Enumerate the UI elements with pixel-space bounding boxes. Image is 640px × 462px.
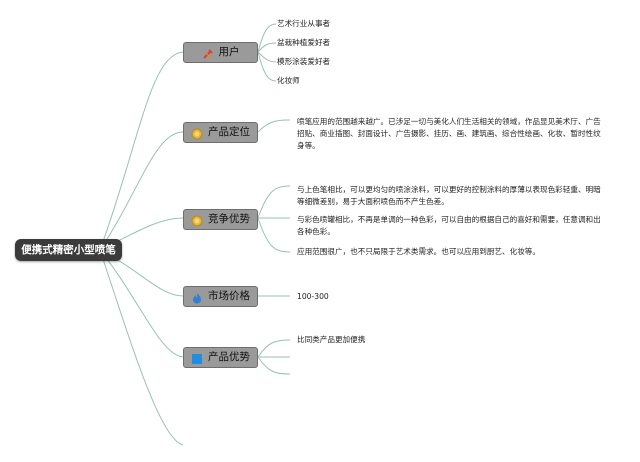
branch-label: 竞争优势: [208, 213, 250, 225]
branch-product-advantage[interactable]: 产品优势: [183, 347, 258, 368]
flame-icon: [191, 291, 203, 303]
leaf-user-1[interactable]: 艺术行业从事者: [277, 19, 331, 28]
advantage-text-1[interactable]: 与上色笔相比，可以更均匀的喷涂涂料，可以更好的控制涂料的厚薄以表现色彩轻重、明暗…: [297, 185, 601, 206]
branch-label: 产品定位: [208, 126, 250, 138]
branch-label: 市场价格: [208, 290, 250, 302]
branch-label: 产品优势: [208, 351, 250, 363]
branch-label: 用户: [218, 46, 240, 58]
leaf-user-3[interactable]: 模形涂装爱好者: [277, 57, 331, 66]
advantage-text-2[interactable]: 与彩色喷罐相比，不再是单调的一种色彩，可以自由的根据自己的喜好和需要，任意调和出…: [297, 215, 601, 236]
root-node[interactable]: 便携式精密小型喷笔: [15, 239, 122, 261]
advantage-text-3[interactable]: 应用范围很广，也不只局限于艺术类需求。也可以应用到厨艺、化妆等。: [297, 247, 540, 256]
blue-square-icon: [191, 352, 203, 364]
price-value[interactable]: 100-300: [297, 292, 329, 301]
leaf-user-4[interactable]: 化妆师: [277, 76, 300, 85]
branch-product-positioning[interactable]: 产品定位: [183, 122, 258, 143]
tools-icon: [202, 47, 214, 59]
gold-medal-icon: [191, 127, 203, 139]
leaf-user-2[interactable]: 盆栽种植爱好者: [277, 38, 331, 47]
branch-market-price[interactable]: 市场价格: [183, 286, 258, 307]
branch-competitive-advantage[interactable]: 竞争优势: [183, 209, 258, 230]
gold-medal-icon: [191, 214, 203, 226]
branch-users[interactable]: 用户: [183, 42, 258, 63]
positioning-text[interactable]: 喷笔应用的范围越来越广。已涉足一切与美化人们生活相关的领域，作品显见美术厅、广告…: [297, 117, 601, 150]
product-advantage-1[interactable]: 比同类产品更加便携: [297, 335, 366, 344]
